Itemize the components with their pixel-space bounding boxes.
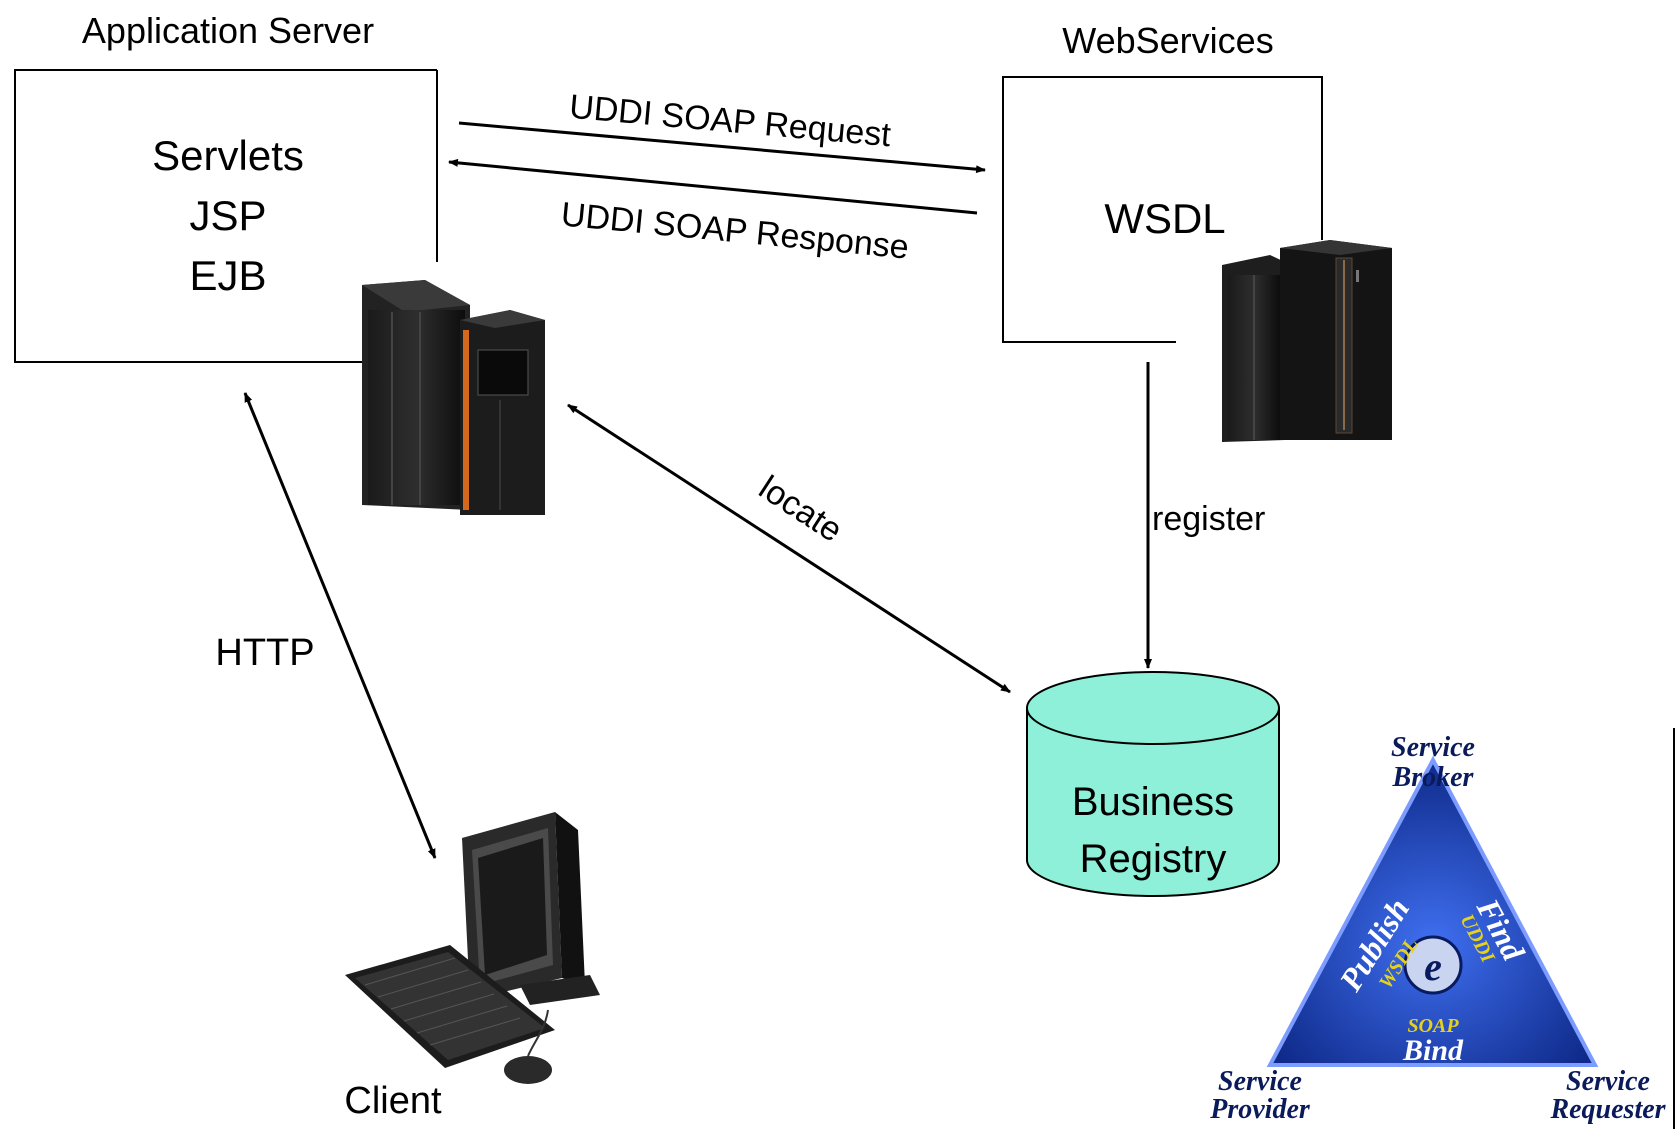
client-label: Client: [344, 1080, 442, 1122]
app-server-title: Application Server: [82, 10, 374, 51]
http-arrow: [243, 392, 437, 859]
webservices-box: [1002, 76, 1323, 343]
http-label: HTTP: [215, 632, 314, 674]
triangle-bind-sub: SOAP: [1407, 1015, 1459, 1037]
desktop-computer-icon: [345, 812, 600, 1084]
component-jsp: JSP: [189, 192, 266, 239]
registry-label-line2: Registry: [1080, 837, 1227, 881]
soap-response-arrow: [448, 158, 978, 215]
webservices-title: WebServices: [1062, 20, 1273, 61]
database-cylinder-icon: [1026, 671, 1280, 897]
triangle-bind: Bind: [1402, 1034, 1464, 1067]
e-logo-icon: [1403, 935, 1463, 995]
locate-arrow: [567, 403, 1011, 694]
service-provider-line2: Provider: [1209, 1094, 1311, 1125]
service-requester-line1: Service: [1566, 1066, 1650, 1097]
service-provider-line1: Service: [1218, 1066, 1302, 1097]
soap-request-label: UDDI SOAP Request: [568, 88, 893, 155]
component-wsdl: WSDL: [1104, 195, 1225, 242]
component-servlets: Servlets: [152, 132, 304, 179]
soa-triangle-graphic: e Publish WSDL Find UDDI SOAP Bind: [1266, 755, 1599, 1067]
locate-label: locate: [752, 469, 849, 550]
service-broker-line2: Broker: [1392, 762, 1475, 793]
registry-label-line1: Business: [1072, 780, 1234, 824]
service-requester-line2: Requester: [1549, 1094, 1666, 1125]
tower-server-icon: [1222, 240, 1392, 442]
mainframe-server-icon: [362, 280, 545, 515]
register-label: register: [1152, 500, 1265, 538]
service-broker-line1: Service: [1391, 732, 1475, 763]
soap-response-label: UDDI SOAP Response: [559, 195, 910, 266]
component-ejb: EJB: [189, 252, 266, 299]
soap-request-arrow: [458, 121, 986, 174]
app-server-box: [14, 69, 437, 363]
triangle-center-glyph: e: [1424, 944, 1442, 989]
